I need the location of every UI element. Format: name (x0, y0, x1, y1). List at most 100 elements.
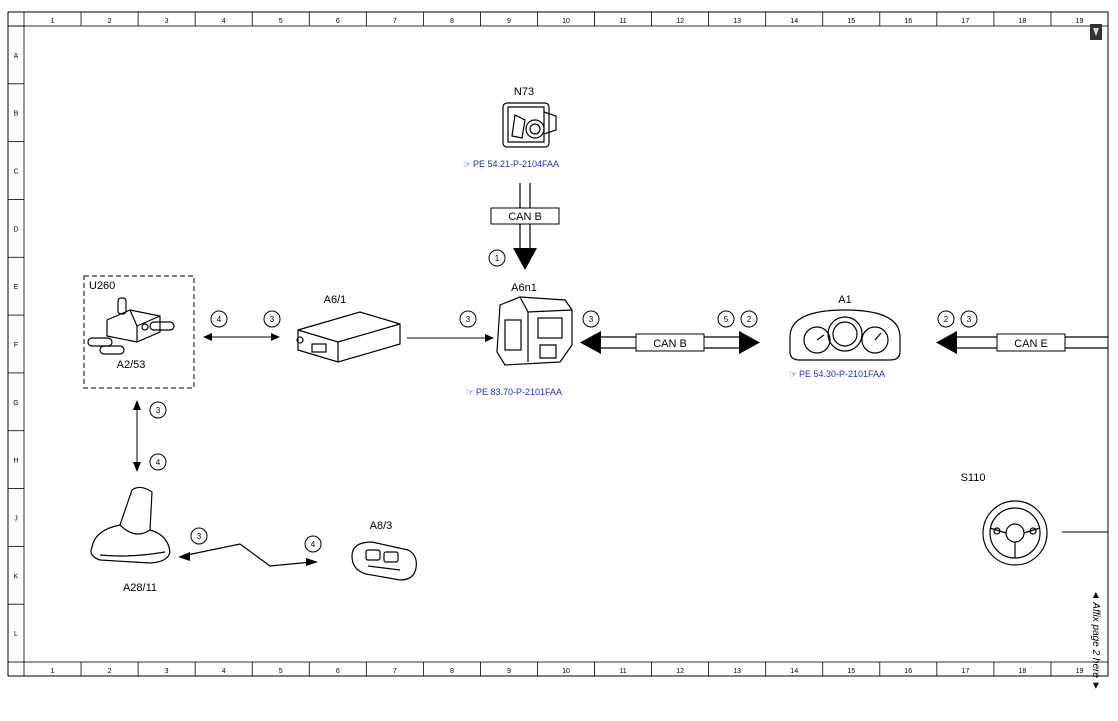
grid-column-label: 19 (1076, 668, 1084, 675)
a6n1-reference-link[interactable]: PE 83.70-P-2101FAA (476, 387, 562, 397)
svg-text:5: 5 (724, 315, 729, 324)
can-b-vertical-label: CAN B (508, 211, 542, 223)
svg-text:4: 4 (217, 315, 222, 324)
affix-page-note: ◄ Affix page 2 here ► (1090, 590, 1101, 691)
grid-row-label: F (14, 342, 18, 349)
top-grid-band (7, 11, 1109, 27)
can-b-horizontal-bus: CAN B (580, 331, 760, 354)
signal-badge: 3 (263, 310, 281, 328)
svg-text:3: 3 (589, 315, 594, 324)
grid-column-label: 8 (450, 18, 454, 25)
grid-column-label: 7 (393, 18, 397, 25)
grid-row-label: A (14, 53, 19, 60)
grid-column-label: 14 (790, 668, 798, 675)
grid-column-label: 13 (733, 668, 741, 675)
a6n1-label: A6n1 (511, 282, 537, 294)
signal-badge: 4 (149, 453, 167, 471)
grid-column-label: 11 (619, 18, 626, 25)
a28-11-antenna-icon (90, 486, 171, 564)
grid-row-label: C (13, 169, 18, 176)
grid-row-label: D (13, 226, 18, 233)
grid-row-label: J (14, 515, 18, 522)
grid-column-label: 7 (393, 668, 397, 675)
grid-column-label: 1 (51, 18, 55, 25)
can-b-vertical-bus: CAN B (490, 183, 560, 270)
a1-label: A1 (838, 294, 851, 306)
grid-row-label: E (14, 284, 19, 291)
s110-label: S110 (961, 472, 986, 484)
grid-column-label: 4 (222, 668, 226, 675)
can-e-label: CAN E (1014, 338, 1048, 350)
grid-column-label: 11 (619, 668, 626, 675)
svg-text:3: 3 (967, 315, 972, 324)
radio-link (178, 543, 318, 567)
grid-row-label: B (14, 111, 19, 118)
grid-column-label: 16 (904, 668, 912, 675)
grid-column-label: 3 (165, 668, 169, 675)
grid-column-label: 6 (336, 18, 340, 25)
signal-badge: 3 (190, 527, 208, 545)
grid-row-label: K (14, 573, 19, 580)
grid-column-label: 2 (108, 668, 112, 675)
pointing-hand-icon: ☞ (463, 159, 471, 169)
grid-column-label: 17 (961, 668, 969, 675)
signal-badge: 4 (304, 535, 322, 553)
svg-text:1: 1 (495, 254, 500, 263)
signal-badge: 3 (459, 310, 477, 328)
signal-badge: 4 (210, 310, 228, 328)
grid-row-label: L (14, 631, 18, 638)
svg-text:2: 2 (944, 315, 949, 324)
grid-column-label: 9 (507, 18, 511, 25)
grid-column-label: 8 (450, 668, 454, 675)
pointing-hand-icon: ☞ (466, 387, 474, 397)
grid-column-label: 5 (279, 18, 283, 25)
a8-3-label: A8/3 (370, 520, 393, 532)
grid-column-label: 4 (222, 18, 226, 25)
a6-1-label: A6/1 (324, 294, 347, 306)
signal-badge: 2 (937, 310, 955, 328)
signal-badge: 1 (488, 249, 506, 267)
grid-column-label: 15 (847, 18, 855, 25)
grid-column-label: 16 (904, 18, 912, 25)
svg-text:3: 3 (197, 532, 202, 541)
grid-column-label: 13 (733, 18, 741, 25)
svg-text:2: 2 (747, 315, 752, 324)
signal-badge: 2 (740, 310, 758, 328)
grid-column-label: 12 (676, 668, 684, 675)
svg-text:3: 3 (466, 315, 471, 324)
u260-dashed-boundary (83, 275, 195, 389)
grid-column-label: 10 (562, 18, 570, 25)
svg-text:4: 4 (156, 458, 161, 467)
grid-column-label: 9 (507, 668, 511, 675)
svg-text:4: 4 (311, 540, 316, 549)
a1-reference-link[interactable]: PE 54.30-P-2101FAA (799, 369, 885, 379)
a6-1-receiver-module-icon (296, 311, 401, 363)
signal-badge: 3 (149, 401, 167, 419)
page-flag-icon (1090, 24, 1102, 40)
a8-3-remote-key-icon (351, 541, 417, 581)
svg-text:3: 3 (270, 315, 275, 324)
grid-column-label: 12 (676, 18, 684, 25)
a2-53-module-icon (87, 297, 175, 355)
n73-reference-link[interactable]: PE 54.21-P-2104FAA (473, 159, 559, 169)
a6n1-control-unit-icon (496, 296, 573, 366)
a6n1-reference[interactable]: ☞ PE 83.70-P-2101FAA (466, 387, 562, 397)
signal-badge: 5 (717, 310, 735, 328)
svg-text:3: 3 (156, 406, 161, 415)
n73-reference[interactable]: ☞ PE 54.21-P-2104FAA (463, 159, 559, 169)
u260-label: U260 (89, 280, 115, 292)
grid-column-label: 15 (847, 668, 855, 675)
can-b-horizontal-label: CAN B (653, 338, 687, 350)
grid-row-label: G (13, 400, 18, 407)
a1-reference[interactable]: ☞ PE 54.30-P-2101FAA (789, 369, 885, 379)
grid-column-label: 18 (1019, 668, 1027, 675)
pointing-hand-icon: ☞ (789, 369, 797, 379)
grid-column-label: 10 (562, 668, 570, 675)
signal-badge: 3 (582, 310, 600, 328)
grid-column-label: 1 (51, 668, 55, 675)
a28-11-label: A28/11 (123, 582, 157, 594)
